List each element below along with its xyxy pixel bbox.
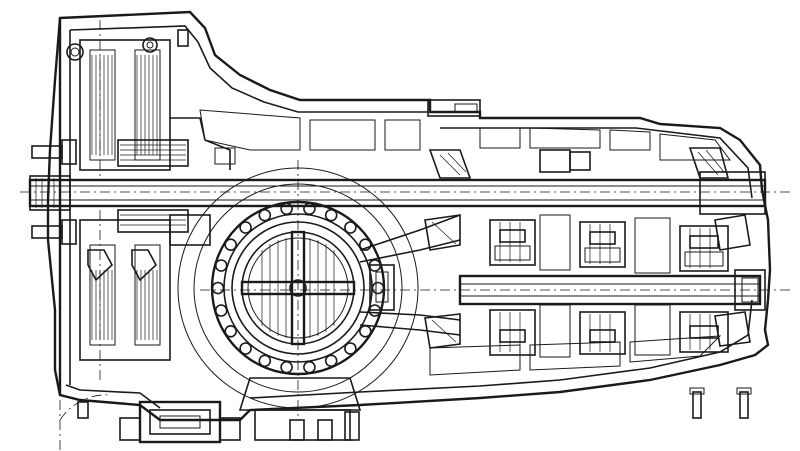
ring-gear-bolt	[280, 202, 293, 216]
gear-sets	[489, 214, 729, 358]
clutch-pack-lower	[31, 209, 211, 361]
mounting-studs	[77, 29, 752, 419]
ring-gear-bolt	[258, 354, 272, 368]
oil-pan	[119, 377, 362, 444]
bell-housing-outline	[59, 394, 111, 450]
clutch-pack-upper	[31, 37, 236, 171]
differential-support-arms	[359, 214, 461, 336]
gear-set-4	[489, 309, 536, 356]
gear-set-2	[579, 221, 626, 268]
transmission-housing	[46, 10, 772, 422]
ring-gear-bolt	[303, 360, 316, 374]
gear-set-6	[679, 311, 729, 353]
ring-gear-bolt	[303, 202, 316, 216]
differential-carrier	[240, 230, 356, 346]
ring-gear-bolt	[258, 208, 272, 222]
gear-set-3	[679, 225, 729, 272]
ring-gear-bolt	[224, 324, 237, 338]
input-spline	[35, 178, 61, 208]
ring-gear-bolt	[324, 354, 338, 368]
gear-set-5	[579, 311, 626, 355]
ring-gear-bolt	[344, 221, 357, 234]
ring-gear-bolt	[358, 238, 372, 251]
ring-gear-bolt	[344, 342, 357, 355]
upper-clutch-plates	[91, 55, 158, 155]
ring-gear-bolt	[239, 342, 252, 355]
input-shaft	[28, 171, 767, 215]
ring-gear-bolt	[224, 238, 237, 251]
ring-gear-bolt	[239, 221, 252, 234]
ring-gear-bolt	[358, 324, 372, 338]
synchronizer-hubs	[539, 214, 671, 358]
output-shaft	[458, 269, 766, 311]
ring-gear	[177, 167, 419, 409]
ring-gear-pitch-circle	[193, 183, 403, 393]
ring-gear-bolt	[214, 259, 228, 272]
gear-set-1	[489, 219, 536, 266]
ring-gear-bolt	[211, 281, 225, 295]
ring-gear-bolt	[371, 281, 385, 295]
tapered-roller-bearings	[424, 147, 751, 349]
lower-clutch-plates	[91, 270, 158, 340]
ring-gear-bolt	[214, 304, 228, 317]
ring-gear-bolt	[324, 208, 338, 222]
ring-gear-bolt	[280, 360, 293, 374]
